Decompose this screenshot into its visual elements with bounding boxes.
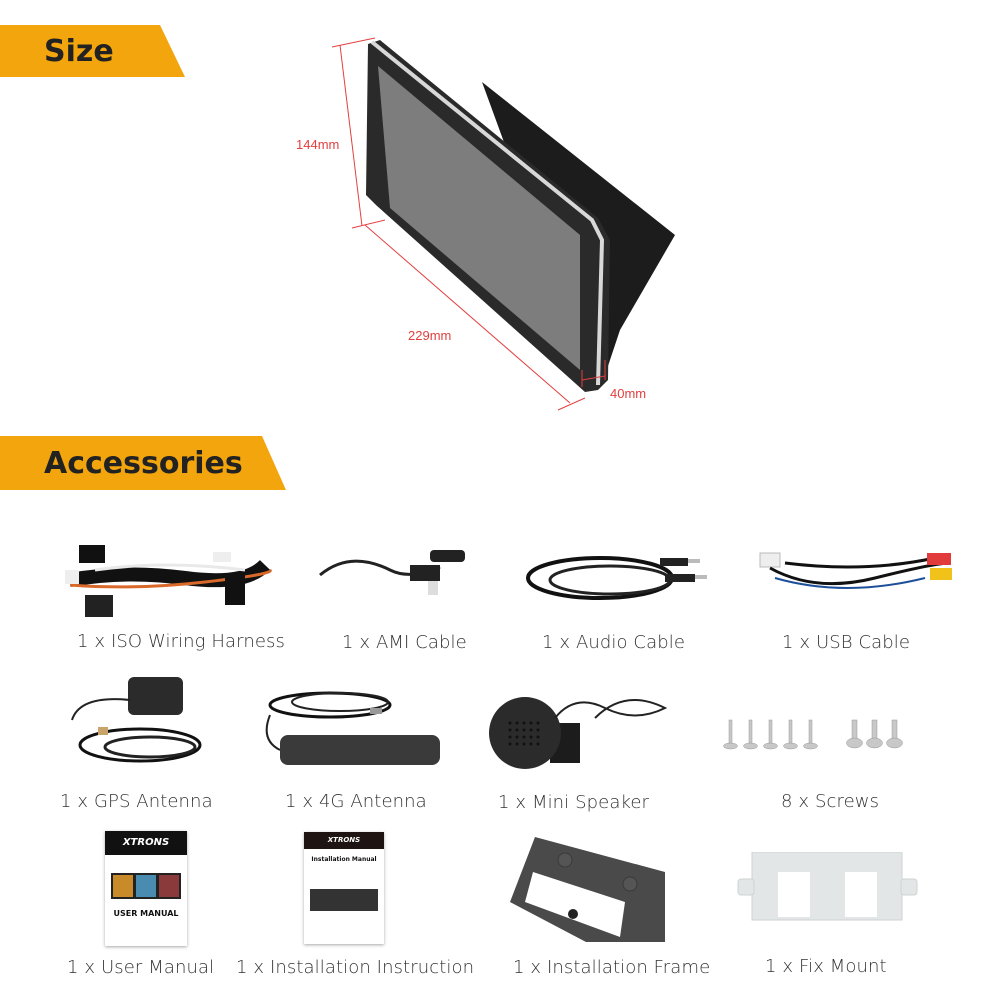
4g-antenna-icon: [265, 691, 440, 765]
accessory-label: 1 x User Manual: [67, 957, 215, 978]
accessory-label: 1 x GPS Antenna: [60, 791, 213, 812]
audio-cable-icon: [526, 556, 707, 600]
installation-manual-icon: XTRONS Installation Manual: [304, 832, 384, 944]
accessory-label: 1 x Fix Mount: [765, 956, 887, 977]
size-heading: Size: [44, 33, 114, 69]
accessory-label: 1 x Mini Speaker: [498, 792, 650, 813]
user-manual-title: USER MANUAL: [113, 909, 179, 918]
accessory-label: 8 x Screws: [781, 791, 880, 812]
tablet-display-image: [331, 37, 675, 411]
size-section-banner: Size: [0, 25, 185, 77]
usb-cable-icon: [759, 552, 952, 589]
accessory-label: 1 x Installation Frame: [513, 957, 711, 978]
brand-logo: XTRONS: [304, 832, 384, 849]
height-dimension: 144mm: [296, 137, 340, 152]
fix-mount-icon: [737, 852, 918, 921]
accessory-label: 1 x Audio Cable: [542, 632, 686, 653]
mini-speaker-icon: [489, 697, 668, 769]
depth-dimension: 40mm: [610, 386, 647, 401]
user-manual-icon: XTRONS USER MANUAL: [105, 831, 187, 946]
accessory-label: 1 x 4G Antenna: [285, 791, 427, 812]
screws-icon: [723, 719, 903, 750]
accessory-label: 1 x ISO Wiring Harness: [77, 631, 285, 652]
width-dimension: 229mm: [408, 328, 452, 343]
wiring-harness-icon: [65, 545, 272, 617]
gps-antenna-icon: [71, 677, 202, 763]
ami-cable-icon: [319, 550, 465, 595]
accessory-label: 1 x AMI Cable: [342, 632, 467, 653]
accessories-section-banner: Accessories: [0, 436, 286, 490]
brand-logo: XTRONS: [105, 831, 187, 855]
accessory-label: 1 x USB Cable: [782, 632, 911, 653]
accessory-label: 1 x Installation Instruction: [236, 957, 475, 978]
installation-frame-icon: [510, 837, 665, 942]
install-manual-title: Installation Manual: [311, 856, 377, 863]
accessories-heading: Accessories: [44, 445, 243, 481]
